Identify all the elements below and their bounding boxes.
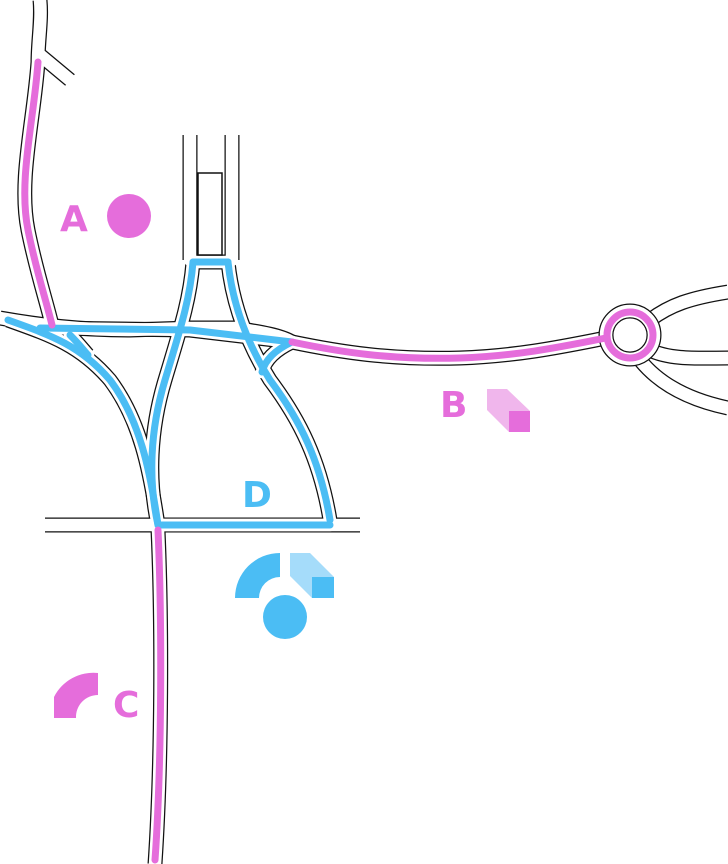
label-c: C <box>113 685 140 726</box>
cuboid-front-face <box>312 577 334 598</box>
circle-icon <box>263 595 307 639</box>
label-b: B <box>440 385 468 426</box>
road-east-1-surface <box>643 285 728 327</box>
route-d-right-link <box>258 338 296 376</box>
cuboid-icon <box>487 389 530 432</box>
route-a <box>21 58 56 329</box>
route-d-crossbar <box>36 324 296 346</box>
road-east-3-surface <box>633 353 728 415</box>
route-d-north-left <box>148 258 197 529</box>
route-b-roundabout <box>603 308 657 362</box>
label-a: A <box>60 199 88 240</box>
label-d: D <box>242 475 272 516</box>
route-c <box>151 526 165 864</box>
route-d-north-right <box>224 258 334 524</box>
circle-icon <box>107 194 151 238</box>
combined-shapes-icon <box>235 553 334 639</box>
quarter-ring-icon <box>235 553 280 598</box>
route-b <box>288 334 610 362</box>
road-north-branch-surface <box>33 48 77 87</box>
quarter-ring-icon <box>54 672 98 718</box>
median-island <box>197 172 223 256</box>
route-d-left-link <box>66 331 92 359</box>
